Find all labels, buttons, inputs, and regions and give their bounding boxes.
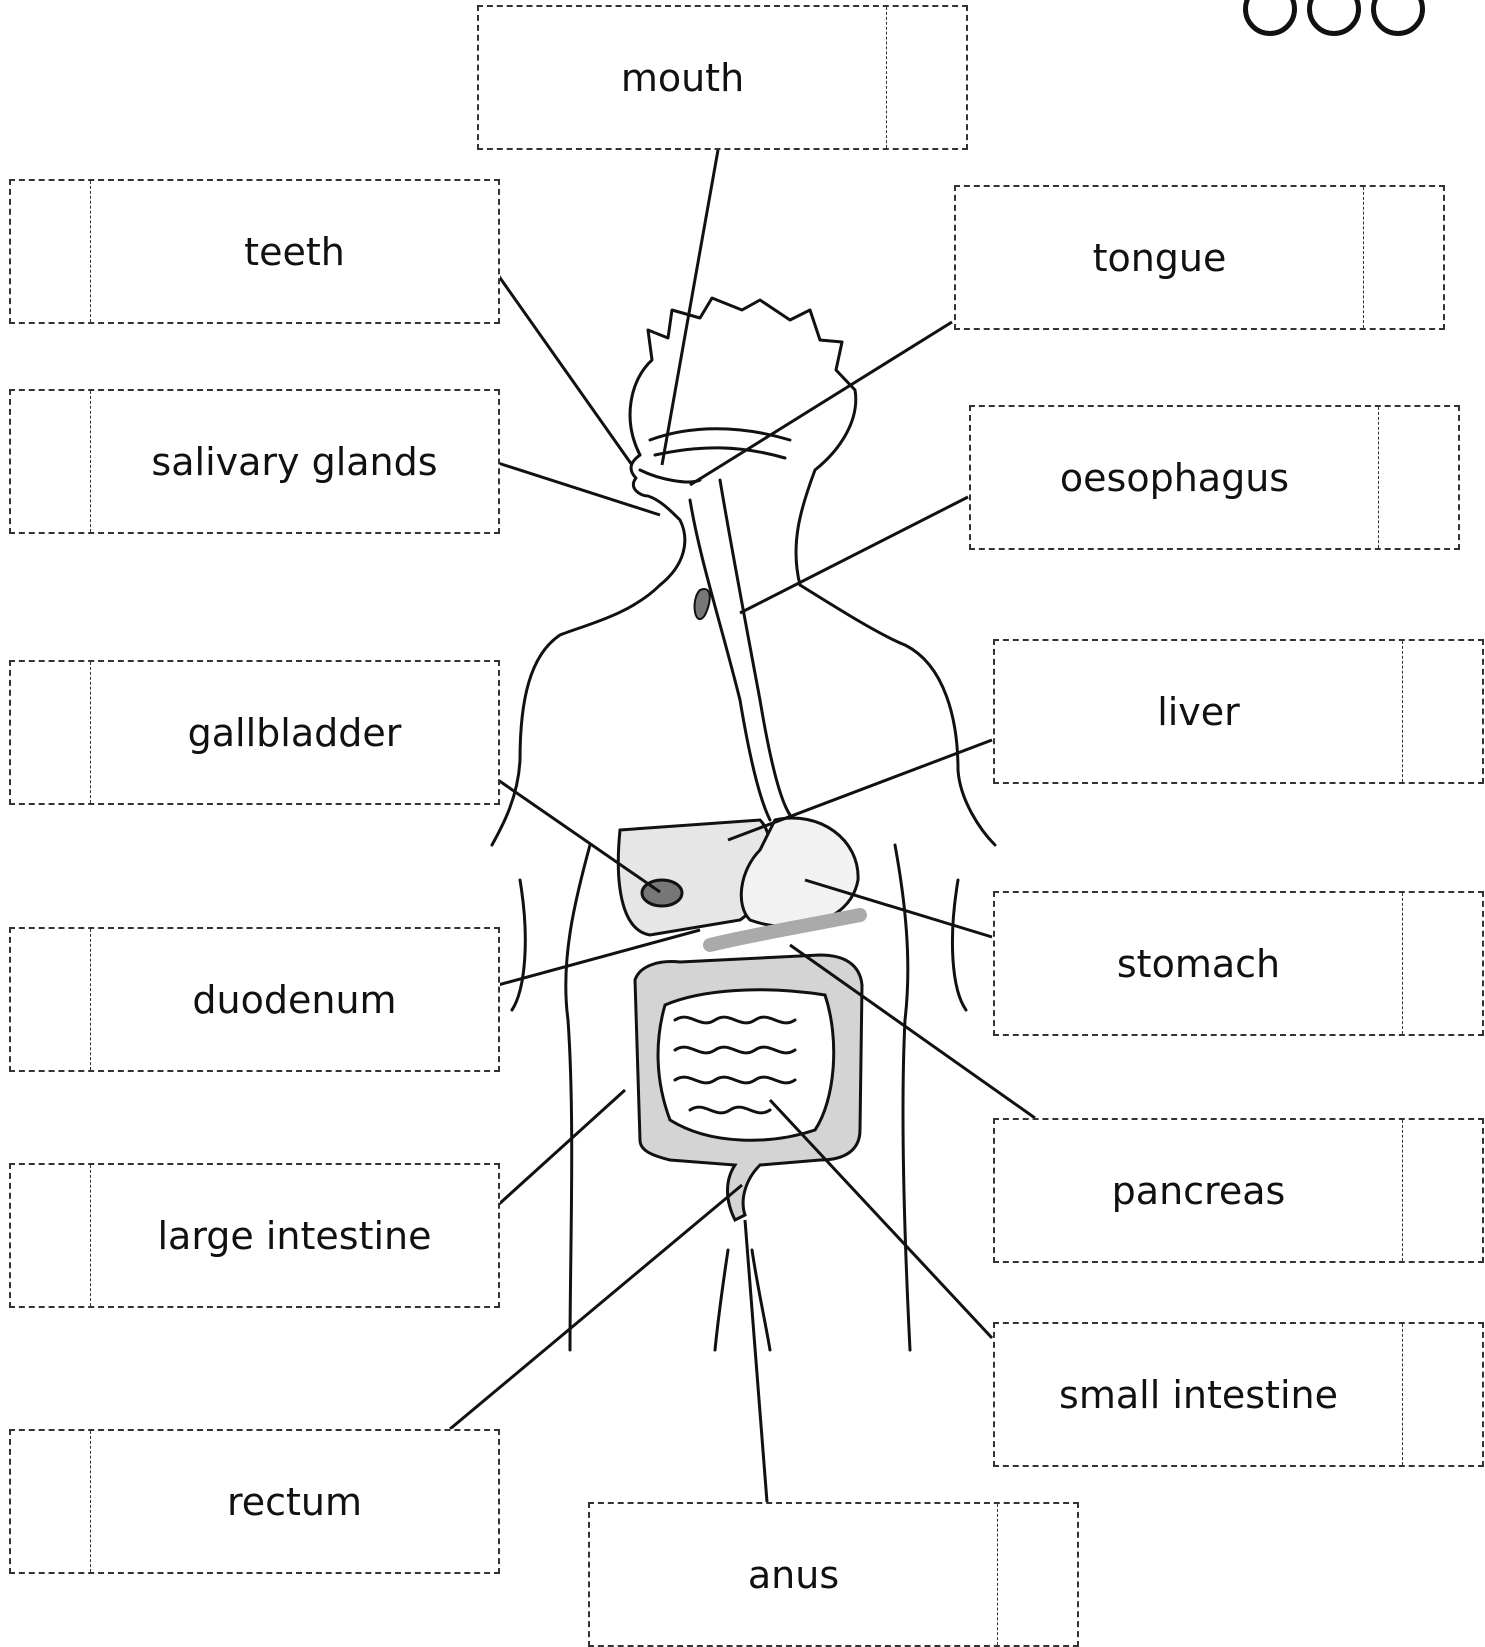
mouth-line <box>662 150 718 465</box>
label-tongue-blank[interactable] <box>1363 187 1443 328</box>
label-pancreas-blank[interactable] <box>1402 1120 1482 1261</box>
oesophagus-line <box>740 497 968 613</box>
label-liver: liver <box>993 639 1484 784</box>
label-pancreas-text: pancreas <box>995 1169 1402 1213</box>
label-gallbladder: gallbladder <box>9 660 500 805</box>
label-pancreas: pancreas <box>993 1118 1484 1263</box>
label-teeth-blank[interactable] <box>11 181 91 322</box>
label-small-intestine: small intestine <box>993 1322 1484 1467</box>
liver-line <box>728 740 992 840</box>
label-mouth-text: mouth <box>479 56 886 100</box>
label-teeth: teeth <box>9 179 500 324</box>
small-intestine-line <box>770 1100 992 1338</box>
label-teeth-text: teeth <box>91 230 498 274</box>
label-duodenum-text: duodenum <box>91 978 498 1022</box>
label-stomach-text: stomach <box>995 942 1402 986</box>
label-salivary-glands-blank[interactable] <box>11 391 91 532</box>
label-tongue-text: tongue <box>956 236 1363 280</box>
label-mouth: mouth <box>477 5 968 150</box>
label-rectum-text: rectum <box>91 1480 498 1524</box>
label-mouth-blank[interactable] <box>886 7 966 148</box>
label-small-intestine-text: small intestine <box>995 1373 1402 1417</box>
anus-line <box>745 1220 767 1502</box>
label-stomach: stomach <box>993 891 1484 1036</box>
label-large-intestine: large intestine <box>9 1163 500 1308</box>
label-anus-blank[interactable] <box>997 1504 1077 1645</box>
label-large-intestine-text: large intestine <box>91 1214 498 1258</box>
label-small-intestine-blank[interactable] <box>1402 1324 1482 1465</box>
trachea-shape <box>695 589 710 619</box>
label-anus: anus <box>588 1502 1079 1647</box>
label-rectum: rectum <box>9 1429 500 1574</box>
teeth-line <box>498 275 632 465</box>
label-liver-blank[interactable] <box>1402 641 1482 782</box>
label-gallbladder-text: gallbladder <box>91 711 498 755</box>
label-salivary-glands: salivary glands <box>9 389 500 534</box>
tongue-line <box>690 322 952 485</box>
large-intestine-line <box>498 1090 625 1205</box>
label-duodenum-blank[interactable] <box>11 929 91 1070</box>
label-oesophagus: oesophagus <box>969 405 1460 550</box>
label-large-intestine-blank[interactable] <box>11 1165 91 1306</box>
label-salivary-glands-text: salivary glands <box>91 440 498 484</box>
label-oesophagus-blank[interactable] <box>1378 407 1458 548</box>
label-tongue: tongue <box>954 185 1445 330</box>
label-rectum-blank[interactable] <box>11 1431 91 1572</box>
label-oesophagus-text: oesophagus <box>971 456 1378 500</box>
label-gallbladder-blank[interactable] <box>11 662 91 803</box>
organs <box>618 589 862 1220</box>
label-stomach-blank[interactable] <box>1402 893 1482 1034</box>
label-duodenum: duodenum <box>9 927 500 1072</box>
label-anus-text: anus <box>590 1553 997 1597</box>
label-liver-text: liver <box>995 690 1402 734</box>
small-intestine-shape <box>658 990 834 1140</box>
